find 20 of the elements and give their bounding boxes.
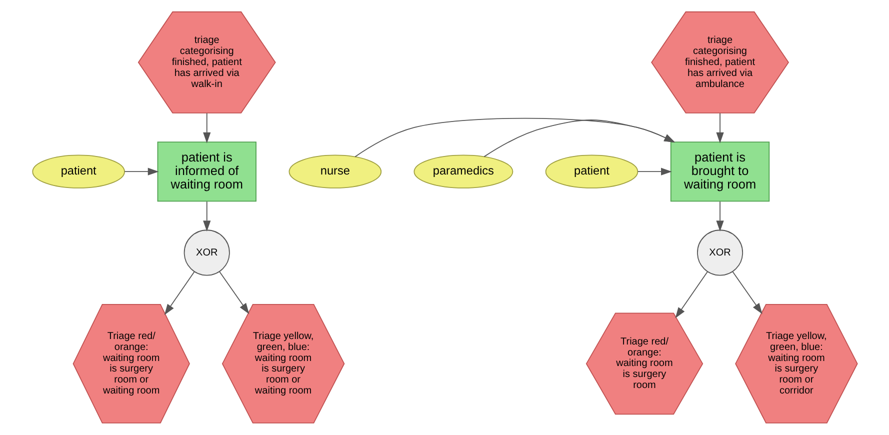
node-box: patient is brought to waiting room — [670, 142, 770, 202]
node-circle: XOR — [183, 230, 230, 276]
arrow — [202, 201, 210, 232]
arrow — [124, 168, 158, 176]
arrow — [674, 271, 708, 318]
arrow — [164, 271, 194, 315]
arrow — [218, 270, 249, 314]
node-ellipse: nurse — [288, 154, 382, 188]
node-ellipse: paramedics — [413, 154, 513, 188]
arrow — [716, 201, 724, 232]
node-box: patient is informed of waiting room — [156, 142, 256, 202]
arrow — [202, 112, 210, 144]
arrow — [636, 168, 672, 176]
arrow — [354, 118, 675, 158]
node-ellipse: patient — [544, 154, 638, 188]
node-ellipse: patient — [32, 154, 124, 188]
node-circle: XOR — [696, 230, 743, 276]
arrow — [483, 120, 675, 158]
arrow — [716, 112, 724, 144]
arrow — [732, 270, 762, 314]
